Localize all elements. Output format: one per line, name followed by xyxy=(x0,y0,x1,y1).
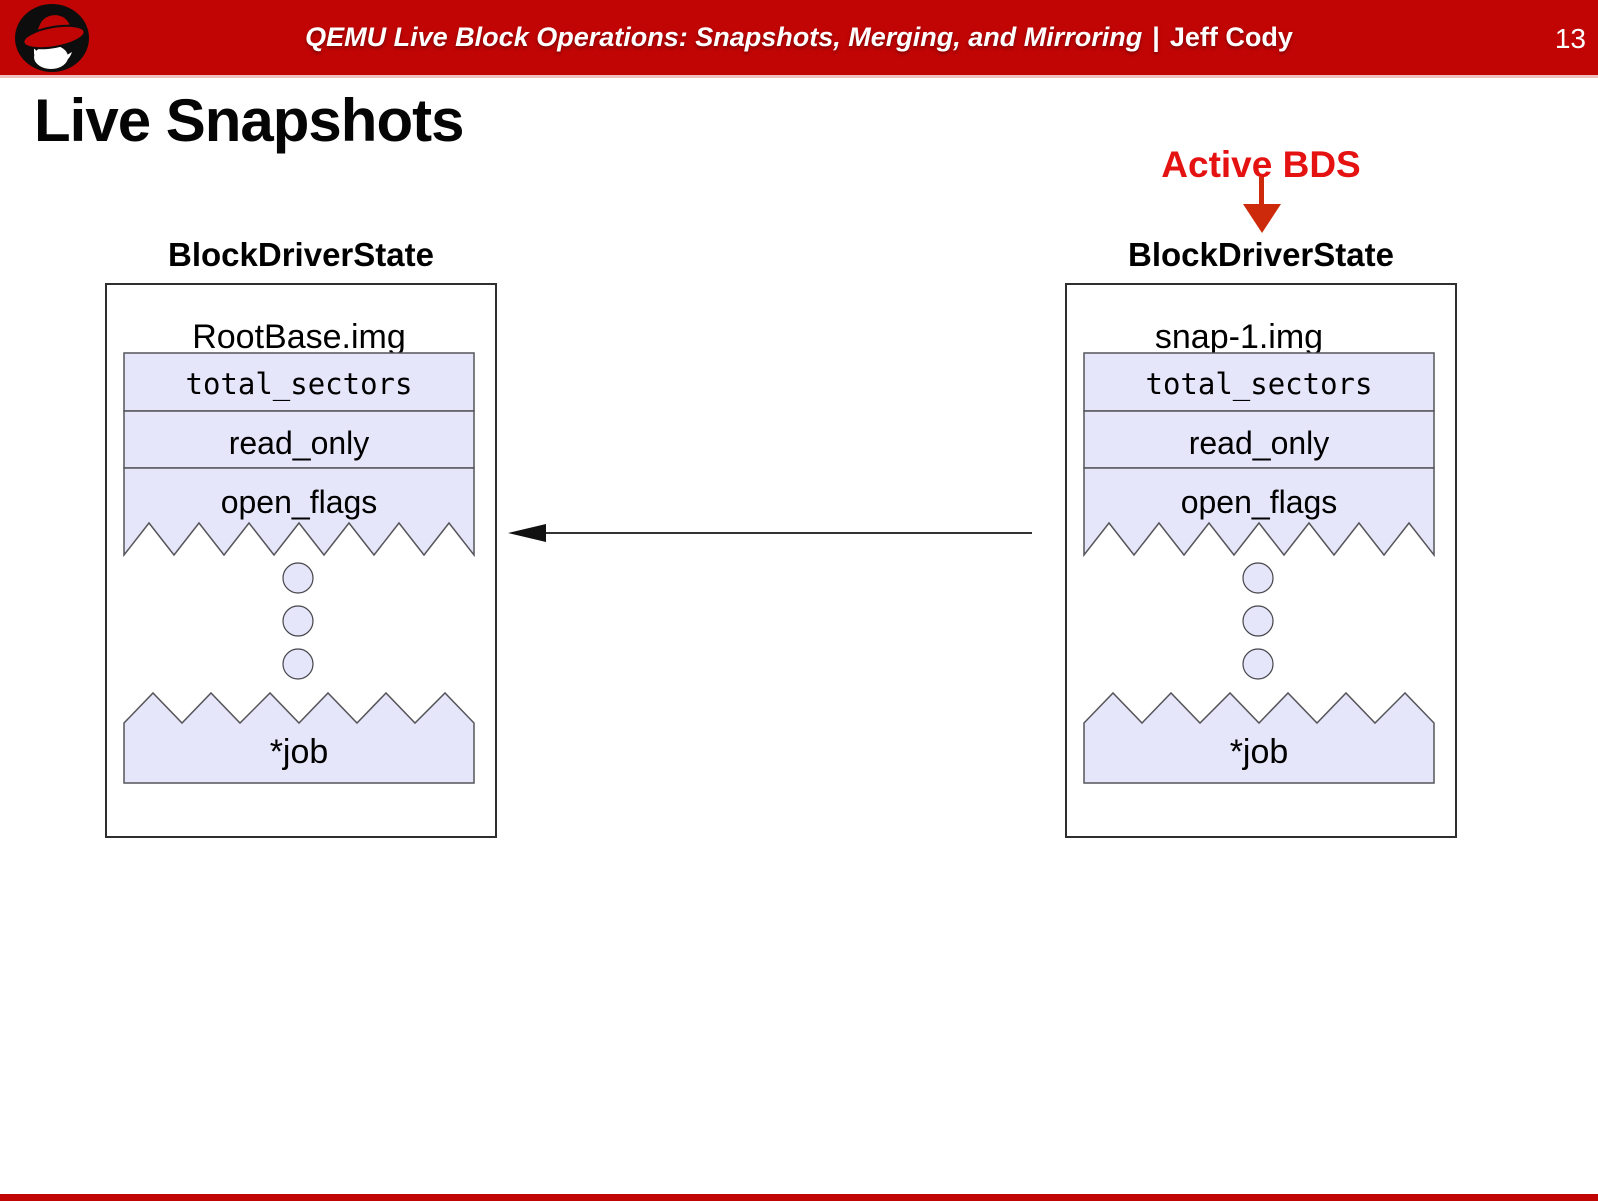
presentation-author: Jeff Cody xyxy=(1169,22,1293,52)
right-field-label: open_flags xyxy=(1181,484,1338,520)
presentation-title: QEMU Live Block Operations: Snapshots, M… xyxy=(305,22,1143,52)
right-image-name: snap-1.img xyxy=(1155,318,1323,356)
right-bds-label: BlockDriverState xyxy=(1128,236,1394,273)
active-bds-down-arrow-icon xyxy=(1243,177,1281,233)
right-field-total-sectors xyxy=(1083,352,1435,412)
left-field-open-flags xyxy=(123,467,475,558)
left-field-read-only xyxy=(123,410,475,469)
left-job-label: *job xyxy=(270,733,329,771)
left-bds-box: RootBase.img total_sectors read_only ope… xyxy=(105,283,497,838)
page-number: 13 xyxy=(1554,23,1586,54)
ellipsis-dot xyxy=(1242,648,1274,680)
left-field-label: total_sectors xyxy=(186,367,413,402)
right-field-label: read_only xyxy=(1189,425,1330,461)
right-bds-box: snap-1.img total_sectors read_only open_… xyxy=(1065,283,1457,838)
right-field-label: total_sectors xyxy=(1146,367,1373,402)
left-image-name: RootBase.img xyxy=(192,318,406,356)
right-job-label: *job xyxy=(1230,733,1289,771)
ellipsis-dot xyxy=(282,605,314,637)
ellipsis-dot xyxy=(282,562,314,594)
left-bds-label: BlockDriverState xyxy=(168,236,434,273)
footer-rule xyxy=(0,1194,1598,1201)
right-field-read-only xyxy=(1083,410,1435,469)
left-field-label: read_only xyxy=(229,425,370,461)
right-field-job xyxy=(1083,691,1435,784)
banner-title: QEMU Live Block Operations: Snapshots, M… xyxy=(130,0,1468,75)
ellipsis-dot xyxy=(1242,562,1274,594)
slide-title: Live Snapshots xyxy=(34,87,464,154)
title-banner: QEMU Live Block Operations: Snapshots, M… xyxy=(0,0,1598,78)
left-field-job xyxy=(123,691,475,784)
left-field-label: open_flags xyxy=(221,484,378,520)
ellipsis-dot xyxy=(282,648,314,680)
backing-file-arrow-icon xyxy=(508,524,1032,542)
title-separator: | xyxy=(1152,22,1160,52)
right-field-open-flags xyxy=(1083,467,1435,558)
red-hat-logo-icon xyxy=(15,4,89,72)
ellipsis-dot xyxy=(1242,605,1274,637)
